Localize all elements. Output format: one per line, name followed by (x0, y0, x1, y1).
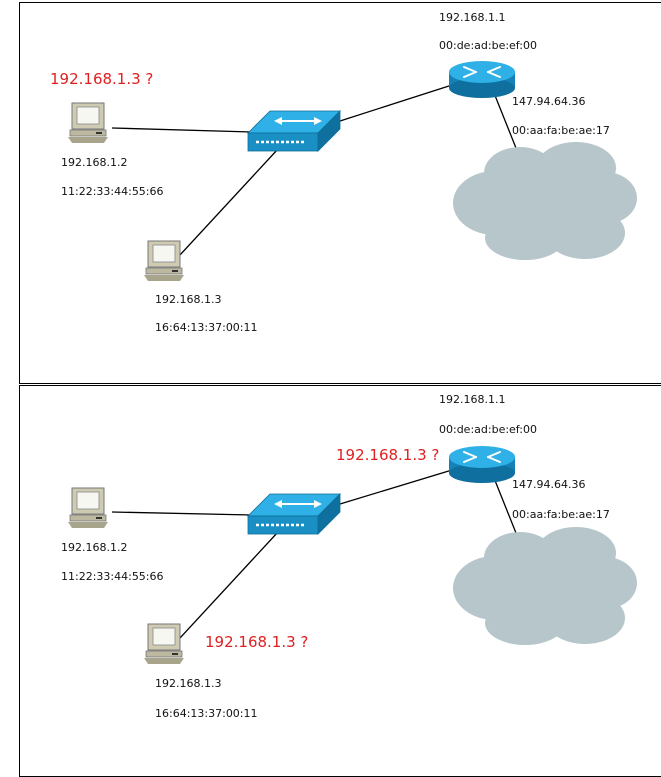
router-icon (449, 446, 515, 483)
cloud-icon (453, 527, 637, 645)
router-wan-ip: 147.94.64.36 (512, 95, 586, 108)
link-router-cloud (493, 92, 519, 154)
switch-icon (247, 493, 341, 535)
host1-ip: 192.168.1.2 (61, 156, 128, 169)
switch-icon (247, 110, 341, 152)
computer-icon (144, 240, 184, 281)
link-switch-router (339, 84, 453, 122)
computer-icon (144, 623, 184, 664)
diagram-panel-before: 192.168.1.3 ? 192.168.1.1 00:de:ad:be:ef… (19, 2, 661, 384)
router-lan-mac: 00:de:ad:be:ef:00 (439, 39, 537, 52)
router-lan-mac: 00:de:ad:be:ef:00 (439, 423, 537, 436)
diagram-panel-after: 192.168.1.3 ? 192.168.1.3 ? 192.168.1.1 … (19, 385, 661, 777)
router-icon (449, 61, 515, 98)
link-switch-router (339, 469, 453, 505)
network-scene (68, 61, 637, 281)
link-host1-switch (111, 511, 253, 516)
host2-ip: 192.168.1.3 (155, 677, 222, 690)
network-scene (68, 446, 637, 664)
cloud-icon (453, 142, 637, 260)
computer-icon (68, 487, 108, 528)
host1-mac: 11:22:33:44:55:66 (61, 185, 164, 198)
host1-mac: 11:22:33:44:55:66 (61, 570, 164, 583)
host1-ip: 192.168.1.2 (61, 541, 128, 554)
router-wan-mac: 00:aa:fa:be:ae:17 (512, 508, 610, 521)
router-lan-ip: 192.168.1.1 (439, 11, 506, 24)
router-wan-ip: 147.94.64.36 (512, 478, 586, 491)
arp-query-label: 192.168.1.3 ? (50, 70, 154, 88)
arp-query-label-router: 192.168.1.3 ? (336, 446, 440, 464)
link-host2-switch (179, 148, 279, 256)
arp-query-label-host2: 192.168.1.3 ? (205, 633, 309, 651)
link-router-cloud (493, 477, 519, 539)
link-host2-switch (179, 531, 279, 639)
router-wan-mac: 00:aa:fa:be:ae:17 (512, 124, 610, 137)
host2-ip: 192.168.1.3 (155, 293, 222, 306)
router-lan-ip: 192.168.1.1 (439, 393, 506, 406)
link-host1-switch (111, 127, 253, 133)
host2-mac: 16:64:13:37:00:11 (155, 707, 258, 720)
computer-icon (68, 102, 108, 143)
host2-mac: 16:64:13:37:00:11 (155, 321, 258, 334)
